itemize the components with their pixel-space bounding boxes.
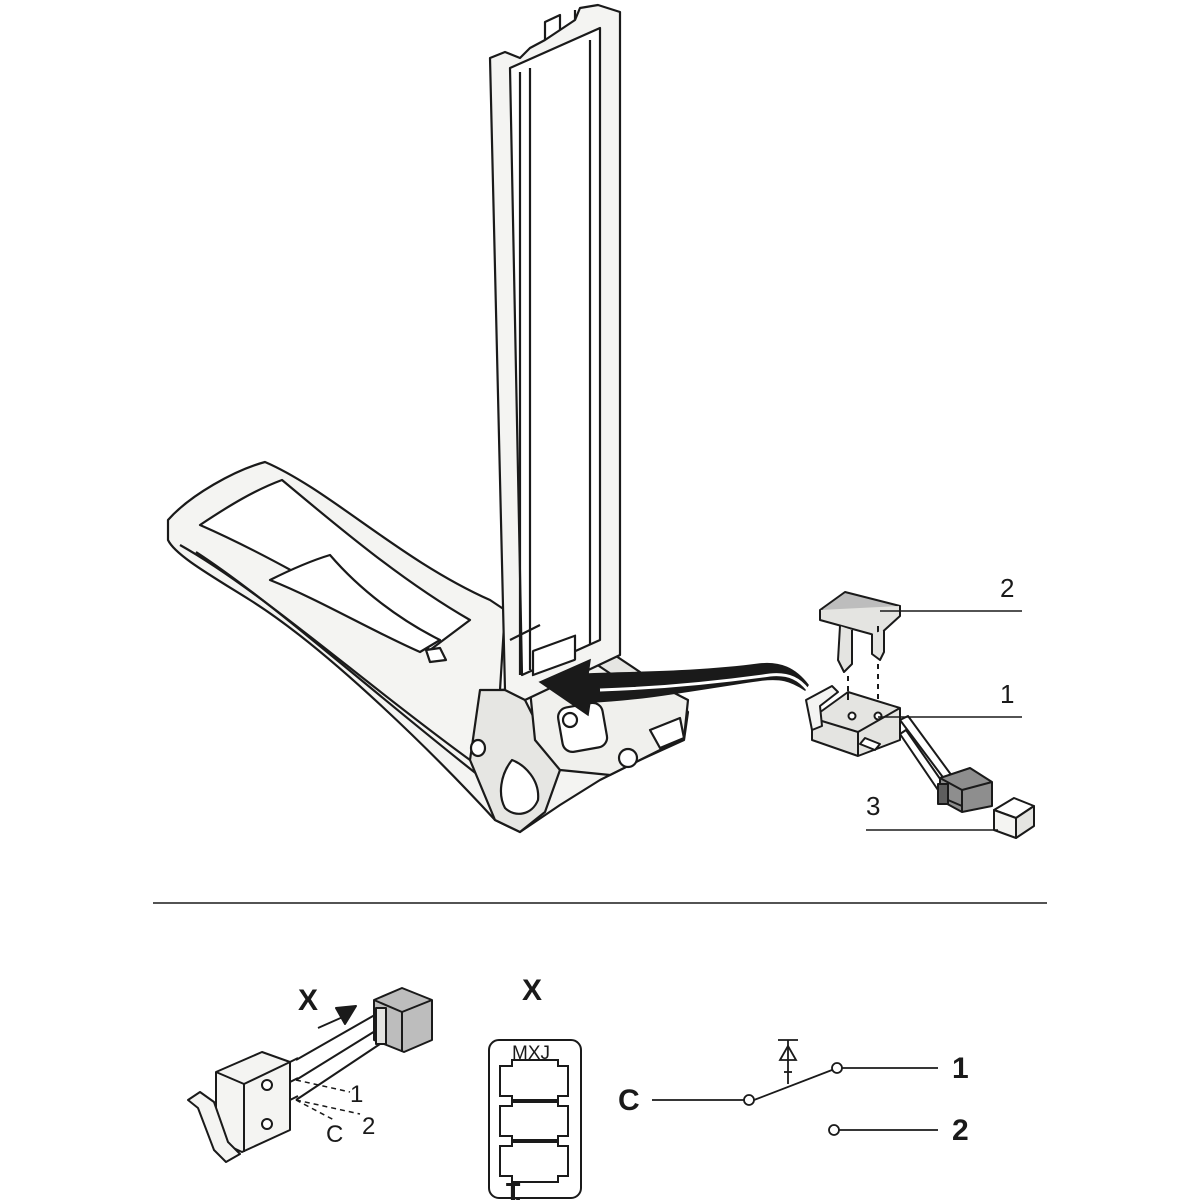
- callout-cap: 2: [1000, 573, 1014, 603]
- schematic-contact-2-label: 2: [952, 1114, 969, 1147]
- pin-1-label: 1: [350, 1081, 363, 1108]
- column-post: [488, 3, 622, 702]
- callout-plug-cap: 3: [866, 791, 880, 821]
- pedal-base: [166, 460, 690, 834]
- schematic-common-label: C: [618, 1084, 640, 1117]
- microswitch-part: [805, 685, 993, 813]
- schematic-contact-1-label: 1: [952, 1052, 969, 1085]
- wiring-sketch: [187, 987, 433, 1163]
- connector-code: MXJ: [512, 1043, 550, 1064]
- pin-c-label: C: [326, 1121, 343, 1148]
- plug-cap-part: [993, 797, 1035, 839]
- pin-2-label: 2: [362, 1113, 375, 1140]
- connector-face: [488, 1039, 582, 1199]
- leader-lines: [866, 610, 1022, 831]
- connector-pin-mark: 1: [505, 1176, 522, 1200]
- callout-switch: 1: [1000, 679, 1014, 709]
- cap-part: [819, 591, 901, 700]
- switch-schematic: [652, 1039, 938, 1136]
- view-marker-label: X: [298, 984, 318, 1017]
- connector-view-title: X: [522, 974, 542, 1007]
- insert-arrow: [538, 658, 810, 717]
